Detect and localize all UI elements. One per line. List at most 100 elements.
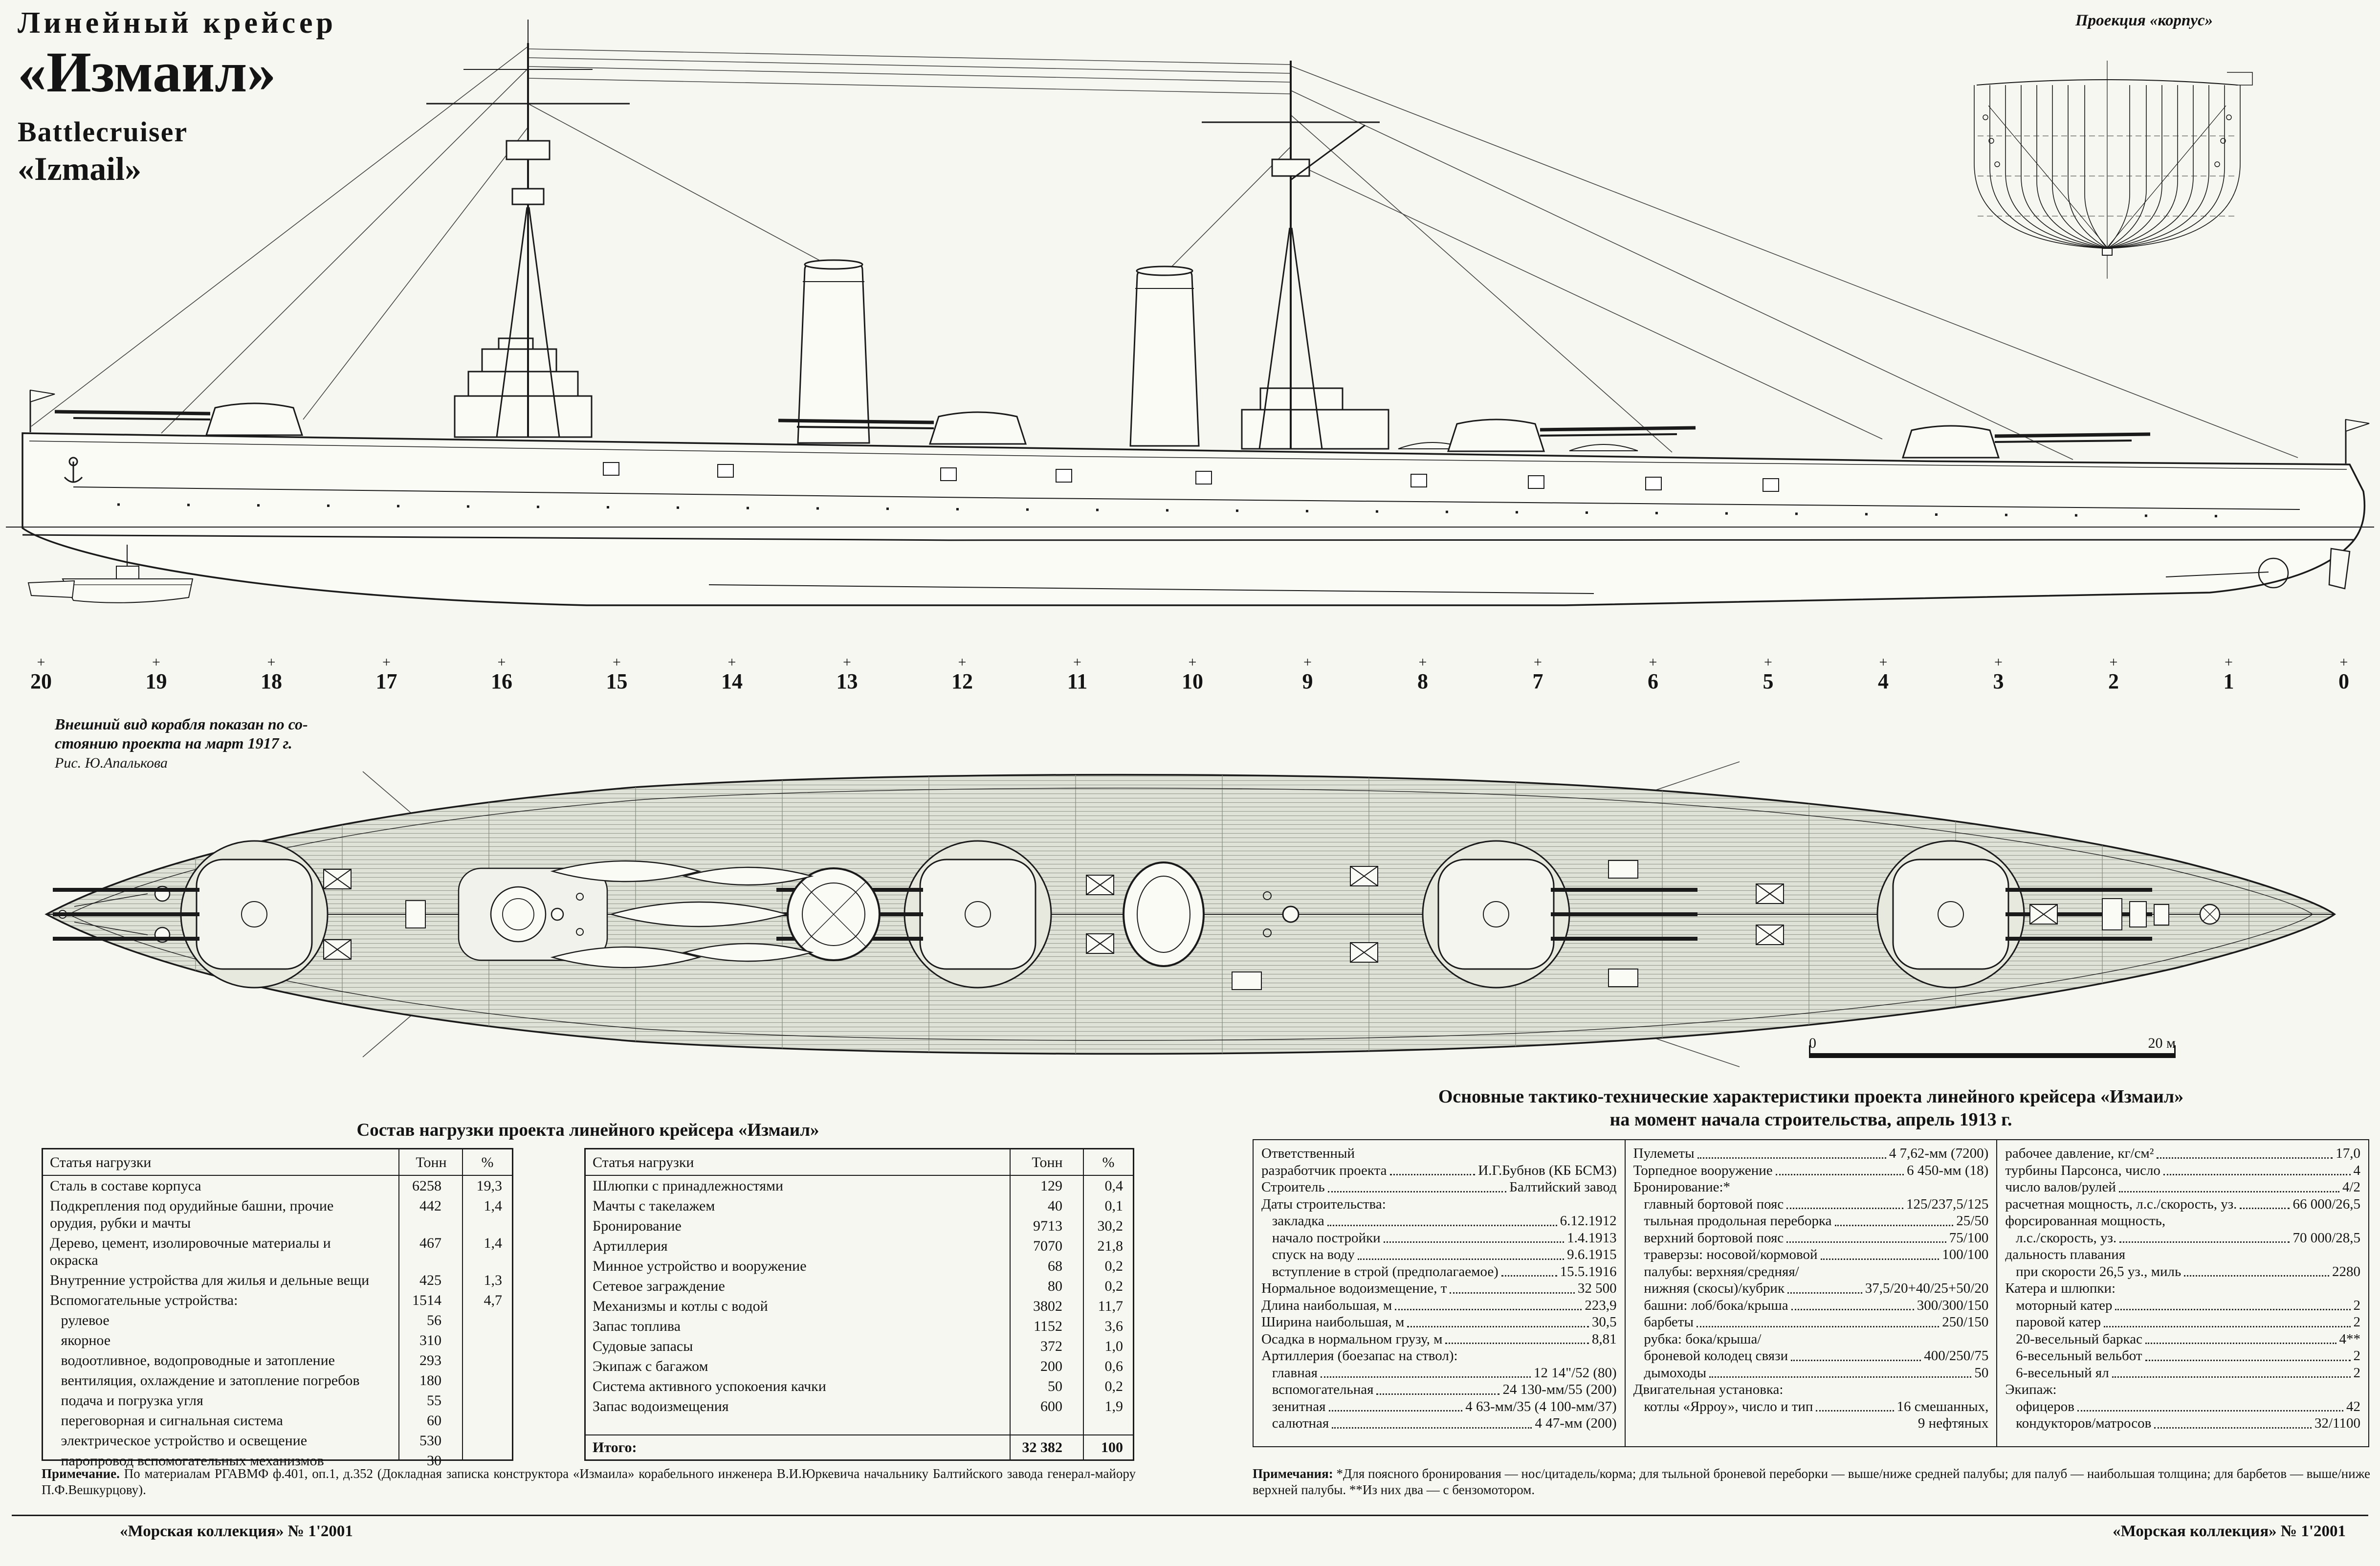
spec-label: котлы «Ярроу», число и тип (1633, 1398, 1813, 1414)
spec-line: паровой катер 2 (2005, 1314, 2360, 1331)
dot-leader (1786, 1208, 1903, 1209)
spec-line: форсированная мощность, (2005, 1213, 2360, 1230)
dot-leader (2077, 1410, 2344, 1412)
frame-number-label: 16 (491, 669, 512, 693)
load-item-name: Сетевое заграждение (593, 1278, 725, 1294)
hull-sections (1974, 85, 2241, 249)
load-item-pct: 0,6 (1104, 1358, 1124, 1374)
spec-label: Двигательная установка: (1633, 1382, 1784, 1397)
dot-leader (1383, 1241, 1565, 1243)
load-item-tons: 467 (419, 1235, 441, 1251)
frame-number: + 15 (603, 655, 631, 693)
spec-value: 6 450-мм (18) (1907, 1162, 1989, 1178)
table-rule (398, 1149, 399, 1459)
spec-label: Пулеметы (1633, 1146, 1695, 1161)
spec-line: моторный катер 2 (2005, 1297, 2360, 1314)
frame-tick: + (1649, 654, 1657, 670)
load-item-name: Артиллерия (593, 1238, 668, 1254)
load-item-tons: 1514 (412, 1292, 441, 1308)
spec-label: разработчик проекта (1261, 1162, 1387, 1178)
spec-label: начало постройки (1261, 1230, 1381, 1246)
spec-label: дальность плавания (2005, 1247, 2126, 1262)
load-item-name: якорное (50, 1332, 111, 1348)
dot-leader (1376, 1393, 1500, 1395)
load-item-tons: 68 (1048, 1258, 1062, 1274)
spec-value: 42 (2346, 1398, 2361, 1414)
dot-leader (1328, 1410, 1463, 1412)
spec-line: при скорости 26,5 уз., миль 2280 (2005, 1263, 2360, 1280)
spec-label: рабочее давление, кг/см² (2005, 1146, 2154, 1161)
spec-line: рабочее давление, кг/см² 17,0 (2005, 1145, 2360, 1162)
frame-number-label: 20 (30, 669, 52, 693)
spec-value: 2280 (2332, 1263, 2361, 1279)
frame-number: + 8 (1409, 655, 1437, 693)
spec-line: тыльная продольная переборка 25/50 (1633, 1213, 1988, 1230)
frame-number: + 9 (1294, 655, 1322, 693)
drawing-credit: Рис. Ю.Апалькова (55, 755, 168, 771)
spec-line: закладка 6.12.1912 (1261, 1213, 1617, 1230)
spec-value: 125/237,5/125 (1906, 1196, 1989, 1212)
load-item-tons: 1152 (1034, 1318, 1062, 1334)
characteristics-column-3: рабочее давление, кг/см² 17,0 турбины Па… (1996, 1140, 2368, 1446)
dot-leader (1332, 1427, 1532, 1429)
turret-1-plan (53, 840, 329, 989)
spec-value: Балтийский завод (1509, 1179, 1617, 1195)
table-row: переговорная и сигнальная система 60 (43, 1411, 512, 1431)
load-item-tons: 55 (427, 1392, 441, 1409)
load-item-pct: 1,0 (1104, 1338, 1124, 1354)
spec-label: главная (1261, 1365, 1318, 1381)
spec-label: 20-весельный баркас (2005, 1331, 2142, 1347)
frame-number-label: 8 (1417, 669, 1428, 693)
characteristics-table: Ответственный разработчик проекта И.Г.Бу… (1253, 1139, 2369, 1447)
spec-value: 16 смешанных, (1896, 1398, 1989, 1414)
footer-rule (12, 1515, 2368, 1516)
deck-hatches (323, 860, 2221, 990)
spec-label: 6-весельный вельбот (2005, 1348, 2142, 1364)
spec-value: 100/100 (1942, 1247, 1989, 1262)
table-total-row: Итого: 32 382 100 (586, 1434, 1133, 1459)
load-item-tons: 9713 (1033, 1218, 1062, 1234)
load-item-tons: 60 (427, 1412, 441, 1429)
spec-line: дальность плавания (2005, 1246, 2360, 1263)
spec-line: 6-весельный ял 2 (2005, 1365, 2360, 1382)
table-row: Внутренние устройства для жилья и дельны… (43, 1270, 512, 1290)
frame-tick: + (37, 654, 45, 670)
dot-leader (1450, 1292, 1575, 1294)
frame-number: + 7 (1524, 655, 1552, 693)
dot-leader (1775, 1174, 1904, 1175)
title-russian-name: «Измаил» (18, 40, 276, 104)
turret-2 (778, 411, 1027, 445)
dot-leader (1787, 1292, 1862, 1294)
frame-tick: + (497, 654, 506, 670)
dot-leader (2104, 1325, 2351, 1327)
load-item-name: рулевое (50, 1312, 110, 1328)
table-row: Дерево, цемент, изолировочные материалы … (43, 1233, 512, 1270)
table-row: водоотливное, водопроводные и затопление… (43, 1350, 512, 1370)
dot-leader (1389, 1174, 1476, 1175)
dot-leader (1357, 1258, 1565, 1260)
drawing-note-line1: Внешний вид корабля показан по со- (55, 715, 308, 733)
spec-label: вспомогательная (1261, 1382, 1374, 1397)
spec-line: спуск на воду 9.6.1915 (1261, 1246, 1617, 1263)
table-row: паропровод вспомогательных механизмов 30 (43, 1451, 512, 1471)
anchor (64, 457, 83, 483)
spec-line: салютная 4 47-мм (200) (1261, 1415, 1617, 1432)
load-item-name: Экипаж с багажом (593, 1358, 708, 1374)
stern-gear (2165, 548, 2351, 590)
spec-value: 9.6.1915 (1567, 1247, 1617, 1262)
load-item-pct: 0,1 (1104, 1198, 1124, 1214)
spec-label: форсированная мощность, (2005, 1213, 2166, 1229)
footnote-lead: Примечание. (42, 1466, 120, 1481)
frame-tick: + (2225, 654, 2233, 670)
spec-value: 2 (2353, 1365, 2361, 1381)
load-item-pct: 30,2 (1097, 1218, 1124, 1234)
spec-label: верхний бортовой пояс (1633, 1230, 1784, 1246)
spec-label: Осадка в нормальном грузу, м (1261, 1331, 1443, 1347)
load-item-pct: 11,7 (1098, 1298, 1123, 1314)
frame-number: + 0 (2330, 655, 2358, 693)
page-title-block: Линейный крейсер «Измаил» Battlecruiser … (18, 6, 336, 187)
table-row: Запас топлива 1152 3,6 (586, 1316, 1133, 1336)
load-item-tons: 50 (1048, 1378, 1062, 1394)
plan-view-drawing (44, 761, 2336, 1067)
spec-value: 4 (2353, 1162, 2361, 1178)
